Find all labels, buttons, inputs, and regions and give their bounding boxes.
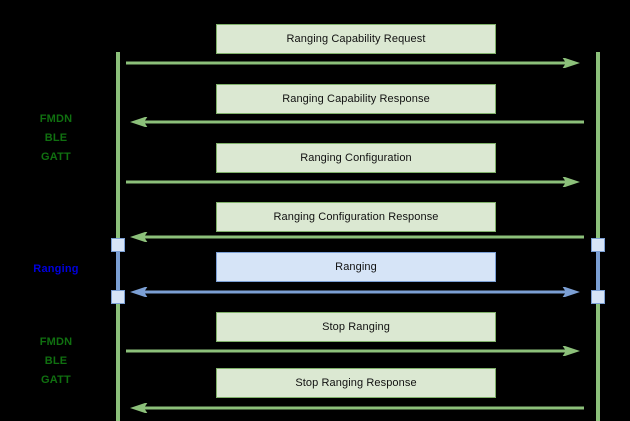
message-box-ranging-configuration-response[interactable]: Ranging Configuration Response — [216, 202, 496, 232]
phase-label-fmdn-ble-gatt-top: FMDN BLE GATT — [8, 110, 104, 167]
message-arrow-left-2 — [130, 117, 584, 127]
message-box-ranging-capability-response[interactable]: Ranging Capability Response — [216, 84, 496, 114]
right-lifeline-ranging-segment — [596, 240, 600, 298]
right-lifeline-lower — [596, 298, 600, 421]
left-lifeline-ranging-segment — [116, 240, 120, 298]
message-arrow-right-1 — [126, 58, 580, 68]
phase-label-line: GATT — [41, 151, 71, 163]
right-lifeline-upper — [596, 52, 600, 240]
left-lifeline-upper — [116, 52, 120, 240]
activation-right-end — [591, 290, 605, 304]
message-arrow-left-7 — [130, 403, 584, 413]
phase-label-line: BLE — [44, 132, 68, 144]
message-arrow-left-4 — [130, 232, 584, 242]
message-box-ranging-capability-request[interactable]: Ranging Capability Request — [216, 24, 496, 54]
phase-label-line: Ranging — [33, 263, 79, 275]
activation-left-end — [111, 290, 125, 304]
message-box-ranging[interactable]: Ranging — [216, 252, 496, 282]
phase-label-fmdn-ble-gatt-bottom: FMDN BLE GATT — [8, 333, 104, 390]
message-arrow-bidirectional-ranging — [130, 287, 580, 297]
activation-right-start — [591, 238, 605, 252]
message-box-stop-ranging[interactable]: Stop Ranging — [216, 312, 496, 342]
phase-label-line: GATT — [41, 374, 71, 386]
message-arrow-right-3 — [126, 177, 580, 187]
message-arrow-right-6 — [126, 346, 580, 356]
left-lifeline-lower — [116, 298, 120, 421]
activation-left-start — [111, 238, 125, 252]
phase-label-line: FMDN — [39, 113, 73, 125]
phase-label-line: FMDN — [39, 336, 73, 348]
phase-label-ranging: Ranging — [8, 260, 104, 279]
phase-label-line: BLE — [44, 355, 68, 367]
message-box-stop-ranging-response[interactable]: Stop Ranging Response — [216, 368, 496, 398]
message-box-ranging-configuration[interactable]: Ranging Configuration — [216, 143, 496, 173]
